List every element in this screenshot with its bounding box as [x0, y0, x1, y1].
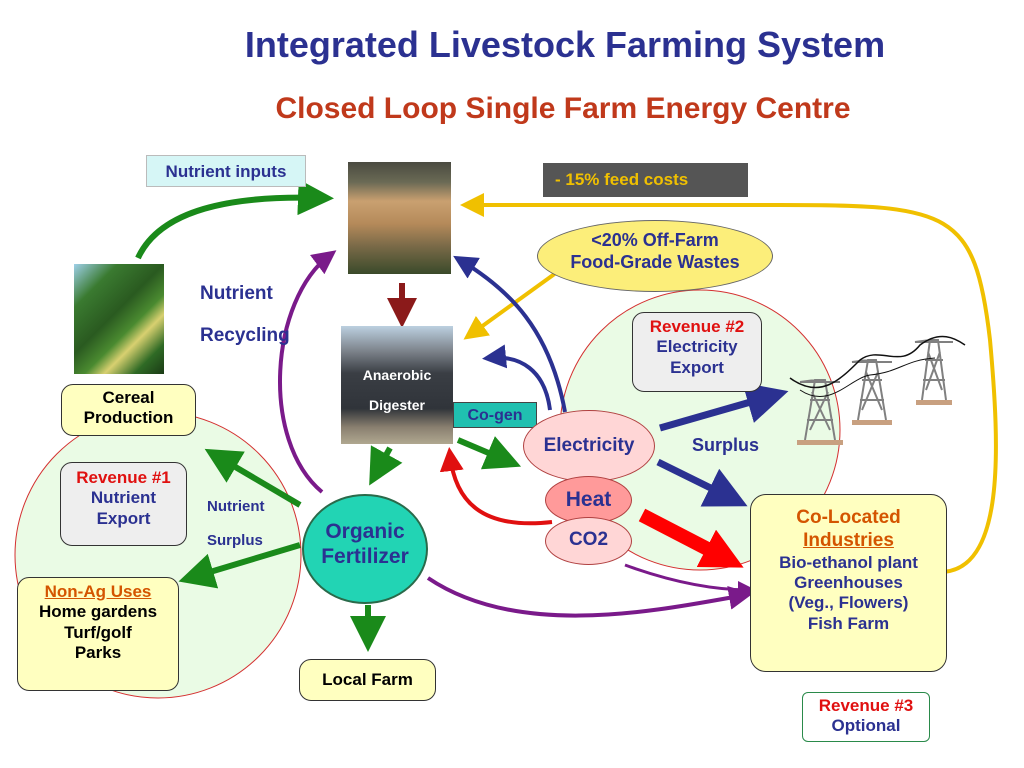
electricity-ellipse: Electricity: [523, 410, 655, 482]
nonag-title: Non-Ag Uses: [44, 582, 152, 601]
power-line: [789, 335, 966, 389]
nonag-line1: Home gardens: [38, 602, 158, 622]
nonag-line2: Turf/golf: [64, 622, 132, 642]
local-farm-box: Local Farm: [299, 659, 436, 701]
digester-label: Anaerobic Digester: [341, 360, 453, 420]
livestock-feeding-image: [348, 162, 451, 274]
nutrient-recycling-arrow: [278, 250, 337, 494]
organic-fertilizer-ellipse: Organic Fertilizer: [302, 494, 428, 604]
revenue2-line2: Export: [670, 357, 724, 377]
nutrient-recycling-line1: Nutrient: [200, 283, 273, 304]
revenue1-line2: Export: [96, 508, 151, 528]
nutrient-surplus-line1: Nutrient: [207, 498, 265, 515]
digester-line2: Digester: [368, 397, 426, 413]
cogen-to-electricity-arrow: [456, 436, 522, 470]
co2-ellipse: CO2: [545, 517, 632, 565]
colocated-item: Fish Farm: [807, 613, 890, 633]
revenue3-box: Revenue #3 Optional: [802, 692, 930, 742]
nonag-uses-box: Non-Ag Uses Home gardens Turf/golf Parks: [17, 577, 179, 691]
nutrient-recycling-line2: Recycling: [200, 325, 290, 346]
cereal-production-box: Cereal Production: [61, 384, 196, 436]
offfarm-wastes-ellipse: <20% Off-Farm Food-Grade Wastes: [537, 220, 773, 292]
digester-tank-image: [341, 326, 453, 444]
offfarm-line1: <20% Off-Farm: [591, 230, 719, 250]
cereal-line1: Cereal: [102, 388, 155, 407]
electricity-to-industries-arrow: [656, 458, 748, 507]
feed-cost-loop-arrow: [460, 193, 998, 574]
electricity-to-digester-arrow: [482, 344, 552, 411]
power-line: [799, 357, 936, 397]
corn-field-image: [74, 264, 164, 374]
nutrient-inputs-label: Nutrient inputs: [146, 155, 306, 187]
fertilizer-to-industries-arrow: [426, 576, 753, 618]
fertilizer-to-revenue1-arrow: [204, 448, 302, 508]
electricity-to-livestock-arrow: [453, 255, 567, 413]
page-subtitle: Closed Loop Single Farm Energy Centre: [275, 92, 851, 125]
nutrient-surplus-label: Nutrient Surplus: [207, 490, 265, 558]
revenue2-title: Revenue #2: [649, 317, 745, 336]
colocated-industries-box: Co-Located Industries Bio-ethanol plant …: [750, 494, 947, 672]
revenue2-line1: Electricity: [656, 337, 738, 357]
colocated-item: Greenhouses: [794, 572, 903, 592]
surplus-label: Surplus: [692, 435, 760, 455]
cereal-line2: Production: [83, 408, 174, 428]
power-pylons-icon: [797, 339, 953, 445]
revenue1-box: Revenue #1 Nutrient Export: [60, 462, 187, 546]
colocated-title1: Co-Located: [796, 507, 901, 528]
revenue3-line1: Optional: [831, 716, 901, 736]
fertilizer-to-nonag-arrow: [178, 542, 301, 589]
offfarm-line2: Food-Grade Wastes: [570, 251, 740, 272]
nonag-line3: Parks: [74, 643, 122, 663]
fertilizer-line2: Fertilizer: [321, 545, 409, 569]
colocated-item: Bio-ethanol plant: [779, 552, 918, 572]
digester-line1: Anaerobic: [362, 367, 432, 383]
page-title: Integrated Livestock Farming System: [244, 24, 886, 65]
cogen-label: Co-gen: [453, 402, 537, 428]
digester-to-fertilizer-arrow: [369, 445, 403, 486]
revenue1-line1: Nutrient: [90, 488, 157, 508]
nutrient-surplus-line2: Surplus: [207, 532, 263, 549]
nutrient-recycling-label: Nutrient Recycling: [200, 273, 290, 357]
revenue1-title: Revenue #1: [76, 468, 171, 487]
colocated-item: (Veg., Flowers): [788, 593, 909, 613]
nutrient-input-arrow: [135, 179, 334, 260]
heat-ellipse: Heat: [545, 476, 632, 524]
electricity-export-arrow: [659, 382, 789, 432]
heat-to-industries-arrow: [638, 508, 744, 568]
feed-costs-label: - 15% feed costs: [543, 163, 748, 197]
fertilizer-line1: Organic: [325, 520, 405, 543]
co2-to-industries-arrow: [624, 563, 756, 599]
revenue3-title: Revenue #3: [818, 696, 914, 715]
revenue2-box: Revenue #2 Electricity Export: [632, 312, 762, 392]
heat-to-digester-arrow: [439, 447, 553, 526]
colocated-title2: Industries: [803, 529, 894, 551]
